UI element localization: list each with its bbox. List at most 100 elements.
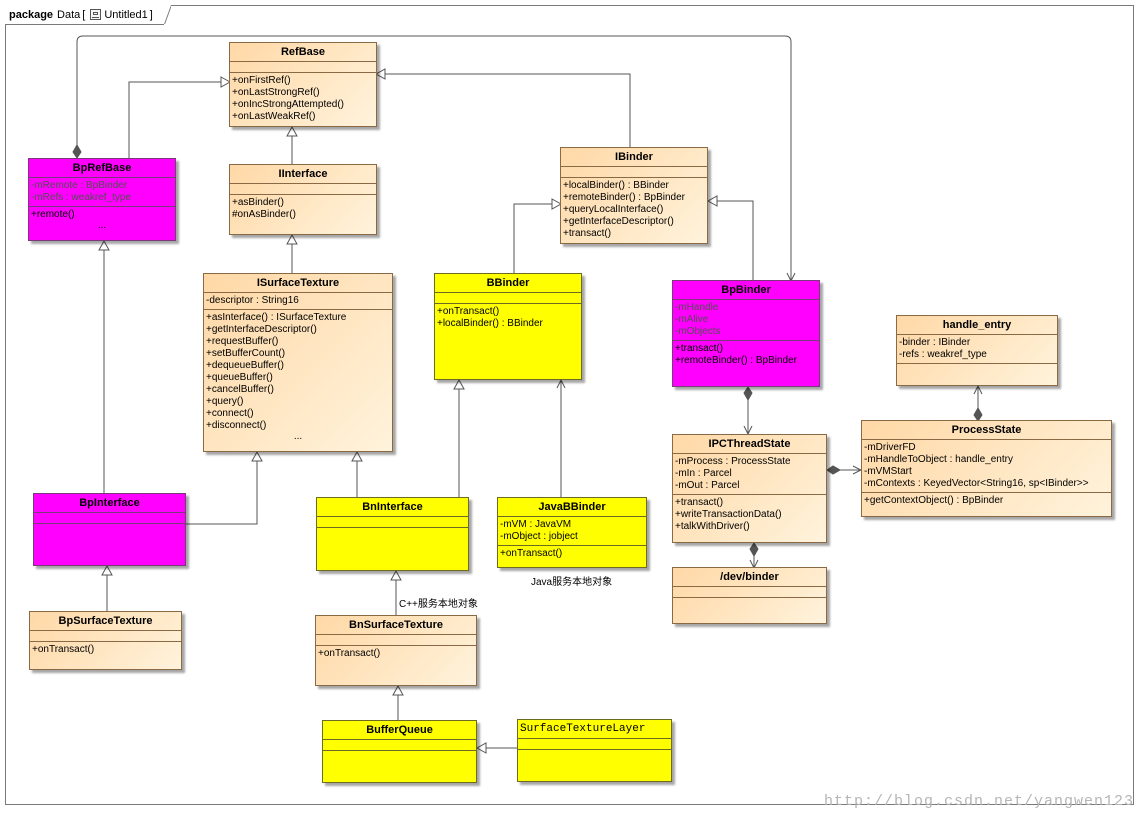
- operation: +queryLocalInterface(): [563, 204, 664, 215]
- class-bbinder[interactable]: BBinder +onTransact() +localBinder() : B…: [434, 273, 582, 380]
- operations-compartment: +asBinder() #onAsBinder(): [230, 195, 376, 223]
- class-name: JavaBBinder: [498, 498, 646, 517]
- attributes-compartment: -descriptor : String16: [204, 293, 392, 310]
- class-ipcthreadstate[interactable]: IPCThreadState -mProcess : ProcessState …: [672, 434, 827, 543]
- more-ellipsis: ...: [293, 431, 303, 442]
- operations-compartment: +transact() +writeTransactionData() +tal…: [673, 495, 826, 535]
- class-name: handle_entry: [897, 316, 1057, 335]
- class-name: ProcessState: [862, 421, 1111, 440]
- attribute: -mHandle: [675, 302, 719, 313]
- operation: +getContextObject() : BpBinder: [864, 495, 1004, 506]
- class-handle-entry[interactable]: handle_entry -binder : IBinder -refs : w…: [896, 315, 1058, 386]
- edge-ibinder-to-refbase: [374, 68, 631, 148]
- attributes-compartment: [317, 517, 468, 528]
- operation: +onTransact(): [500, 548, 563, 559]
- attribute: -mHandleToObject : handle_entry: [864, 454, 1013, 465]
- class-bprefbase[interactable]: BpRefBase -mRemote : BpBinder -mRefs : w…: [28, 158, 176, 241]
- operation: +asBinder(): [232, 197, 284, 208]
- operations-compartment: [897, 364, 1057, 374]
- package-tab: package Data [ Untitled1 ]: [5, 5, 164, 25]
- attribute: -mObjects: [675, 326, 721, 337]
- operation: +getInterfaceDescriptor(): [563, 216, 674, 227]
- operation: +onIncStrongAttempted(): [232, 99, 345, 110]
- operation: +cancelBuffer(): [206, 384, 274, 395]
- attributes-compartment: -mRemote : BpBinder -mRefs : weakref_typ…: [29, 178, 175, 207]
- class-name: BpSurfaceTexture: [30, 612, 181, 631]
- operation: +transact(): [675, 343, 724, 354]
- bracket-open: [: [82, 8, 86, 21]
- edge-bprefbase-to-refbase: [128, 76, 232, 158]
- operations-compartment: +asInterface() : ISurfaceTexture +getInt…: [204, 310, 392, 444]
- edge-bprefbase-to-bpbinder: [77, 35, 791, 281]
- attribute: -mRemote : BpBinder: [31, 180, 128, 191]
- class-bpbinder[interactable]: BpBinder -mHandle -mAlive -mObjects +tra…: [672, 280, 820, 387]
- operation: +dequeueBuffer(): [206, 360, 284, 371]
- operation: +onLastWeakRef(): [232, 111, 316, 122]
- attribute: -descriptor : String16: [206, 295, 299, 306]
- operation: +onFirstRef(): [232, 75, 291, 86]
- attribute: -mAlive: [675, 314, 709, 325]
- class-bpsurfacetexture[interactable]: BpSurfaceTexture +onTransact(): [29, 611, 182, 670]
- class-ibinder[interactable]: IBinder +localBinder() : BBinder +remote…: [560, 147, 708, 244]
- class-bufferqueue[interactable]: BufferQueue: [322, 720, 477, 783]
- class-name: BpBinder: [673, 281, 819, 300]
- class-bninterface[interactable]: BnInterface: [316, 497, 469, 571]
- class-bpinterface[interactable]: BpInterface: [33, 493, 186, 566]
- operation: +transact(): [563, 228, 612, 239]
- class-name: BpRefBase: [29, 159, 175, 178]
- attribute: -mVMStart: [864, 466, 912, 477]
- package-keyword: package: [9, 8, 54, 21]
- class-name: ISurfaceTexture: [204, 274, 392, 293]
- diagram-name[interactable]: Untitled1: [104, 8, 148, 21]
- attributes-compartment: -mDriverFD -mHandleToObject : handle_ent…: [862, 440, 1111, 493]
- operation: +connect(): [206, 408, 254, 419]
- attribute: -mContexts : KeyedVector<String16, sp<IB…: [864, 478, 1089, 489]
- attribute: -binder : IBinder: [899, 337, 971, 348]
- class-bnsurfacetexture[interactable]: BnSurfaceTexture +onTransact(): [315, 615, 477, 686]
- class-name: BpInterface: [34, 494, 185, 513]
- class-processstate[interactable]: ProcessState -mDriverFD -mHandleToObject…: [861, 420, 1112, 517]
- attributes-compartment: -mVM : JavaVM -mObject : jobject: [498, 517, 646, 546]
- class-surfacetexturelayer[interactable]: SurfaceTextureLayer: [517, 719, 672, 782]
- bracket-close: ]: [149, 8, 153, 21]
- edge-bpbinder-to-ibinder: [706, 195, 754, 281]
- attributes-compartment: [230, 184, 376, 195]
- attributes-compartment: [673, 587, 826, 598]
- operations-compartment: [323, 751, 476, 761]
- edge-bbinder-to-ibinder: [513, 198, 563, 274]
- class-refbase[interactable]: RefBase +onFirstRef() +onLastStrongRef()…: [229, 42, 377, 127]
- class-name: RefBase: [230, 43, 376, 62]
- class-name: BufferQueue: [323, 721, 476, 740]
- attributes-compartment: [34, 513, 185, 524]
- operation: +getInterfaceDescriptor(): [206, 324, 317, 335]
- operations-compartment: +transact() +remoteBinder() : BpBinder: [673, 341, 819, 369]
- watermark: http://blog.csdn.net/yangwen123: [823, 793, 1134, 810]
- attributes-compartment: [561, 167, 707, 178]
- more-ellipsis: ...: [97, 220, 107, 231]
- operation: +onTransact(): [32, 644, 95, 655]
- operation: +disconnect(): [206, 420, 267, 431]
- operations-compartment: [317, 528, 468, 538]
- operations-compartment: +onFirstRef() +onLastStrongRef() +onIncS…: [230, 73, 376, 125]
- attribute: -refs : weakref_type: [899, 349, 987, 360]
- class-javabbinder[interactable]: JavaBBinder -mVM : JavaVM -mObject : job…: [497, 497, 647, 568]
- package-name: Data: [57, 8, 81, 21]
- operation: +transact(): [675, 497, 724, 508]
- attributes-compartment: [230, 62, 376, 73]
- edge-bpinterface-to-isurfacetexture: [185, 450, 263, 525]
- operation: +requestBuffer(): [206, 336, 279, 347]
- attribute: -mProcess : ProcessState: [675, 456, 791, 467]
- operation: +localBinder() : BBinder: [563, 180, 669, 191]
- class-isurfacetexture[interactable]: ISurfaceTexture -descriptor : String16 +…: [203, 273, 393, 452]
- class-dev-binder[interactable]: /dev/binder: [672, 567, 827, 624]
- class-name: IPCThreadState: [673, 435, 826, 454]
- operation: +onTransact(): [437, 306, 500, 317]
- class-name: IInterface: [230, 165, 376, 184]
- operations-compartment: +localBinder() : BBinder +remoteBinder()…: [561, 178, 707, 242]
- operation: +onTransact(): [318, 648, 381, 659]
- attribute: -mVM : JavaVM: [500, 519, 572, 530]
- attribute: -mRefs : weakref_type: [31, 192, 132, 203]
- class-iinterface[interactable]: IInterface +asBinder() #onAsBinder(): [229, 164, 377, 235]
- operation: +asInterface() : ISurfaceTexture: [206, 312, 347, 323]
